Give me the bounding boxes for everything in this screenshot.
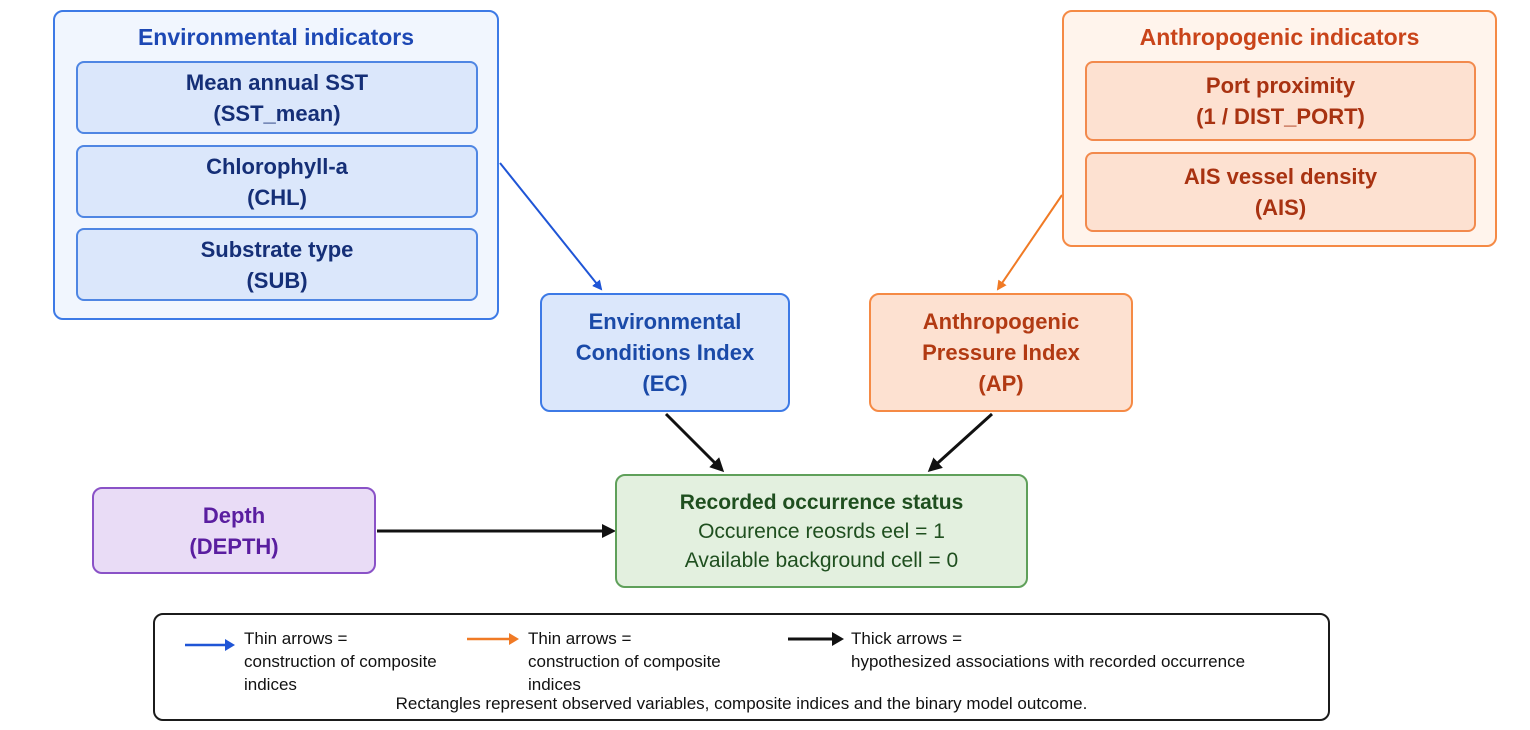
depth-node: Depth (DEPTH)	[92, 487, 376, 574]
environmental-conditions-index: Environmental Conditions Index (EC)	[540, 293, 790, 412]
legend-note: Rectangles represent observed variables,…	[395, 694, 1088, 713]
indicator-ais: AIS vessel density (AIS)	[1085, 152, 1476, 232]
legend-orange-text: Thin arrows = construction of composite …	[528, 627, 721, 696]
indicator-sub-name: Substrate type	[200, 236, 354, 262]
outcome-line1: Occurence reosrds eel = 1	[698, 519, 945, 543]
ap-line2: Pressure Index	[922, 340, 1080, 365]
env-to-ec-arrow	[499, 162, 603, 291]
indicator-ais-name: AIS vessel density	[1183, 164, 1378, 189]
indicator-sub: Substrate type (SUB)	[76, 228, 478, 301]
legend-orange-line2: construction of composite	[528, 652, 721, 671]
recorded-occurrence-node: Recorded occurrence status Occurence reo…	[615, 474, 1028, 588]
environmental-indicators-group: Environmental indicators Mean annual SST…	[53, 10, 499, 320]
environmental-indicators-title: Environmental indicators	[137, 24, 415, 50]
anthropogenic-pressure-index: Anthropogenic Pressure Index (AP)	[869, 293, 1133, 412]
ec-line2: Conditions Index	[575, 340, 755, 365]
depth-code: (DEPTH)	[189, 533, 279, 559]
indicator-chl-name: Chlorophyll-a	[206, 153, 348, 179]
indicator-port-name: Port proximity	[1205, 73, 1356, 98]
black-arrow-icon	[788, 632, 844, 646]
indicator-sub-code: (SUB)	[246, 267, 308, 293]
indicator-sst-name: Mean annual SST	[185, 69, 369, 95]
legend-black-line2: hypothesized associations with recorded …	[851, 652, 1246, 671]
ec-code: (EC)	[642, 371, 688, 396]
depth-name: Depth	[202, 502, 266, 528]
legend-blue-line1: Thin arrows =	[244, 629, 348, 648]
indicator-port-code: (1 / DIST_PORT)	[1196, 104, 1365, 129]
legend-orange-line3: indices	[528, 675, 581, 694]
anthropogenic-indicators-group: Anthropogenic indicators Port proximity …	[1062, 10, 1497, 247]
ec-to-outcome-arrow	[664, 412, 725, 473]
ap-code: (AP)	[978, 371, 1024, 396]
blue-arrow-icon	[185, 639, 235, 651]
ap-to-outcome-arrow	[927, 412, 994, 473]
indicator-sst: Mean annual SST (SST_mean)	[76, 61, 478, 134]
outcome-title: Recorded occurrence status	[679, 490, 964, 514]
indicator-port-proximity: Port proximity (1 / DIST_PORT)	[1085, 61, 1476, 141]
indicator-chl: Chlorophyll-a (CHL)	[76, 145, 478, 218]
outcome-line2: Available background cell = 0	[684, 548, 959, 572]
legend-black-text: Thick arrows = hypothesized associations…	[851, 627, 1245, 673]
legend-blue-line3: indices	[244, 675, 297, 694]
legend-blue-line2: construction of composite	[244, 652, 437, 671]
legend-orange-line1: Thin arrows =	[528, 629, 632, 648]
ec-line1: Environmental	[588, 309, 742, 334]
legend-black-line1: Thick arrows =	[851, 629, 962, 648]
legend: Thin arrows = construction of composite …	[153, 613, 1330, 721]
indicator-sst-code: (SST_mean)	[213, 100, 341, 126]
ap-line1: Anthropogenic	[922, 309, 1080, 334]
anth-to-ap-arrow	[996, 194, 1063, 291]
indicator-chl-code: (CHL)	[247, 184, 307, 210]
anthropogenic-indicators-title: Anthropogenic indicators	[1139, 24, 1420, 50]
indicator-ais-code: (AIS)	[1254, 195, 1307, 220]
orange-arrow-icon	[467, 633, 519, 645]
legend-blue-text: Thin arrows = construction of composite …	[244, 627, 437, 696]
